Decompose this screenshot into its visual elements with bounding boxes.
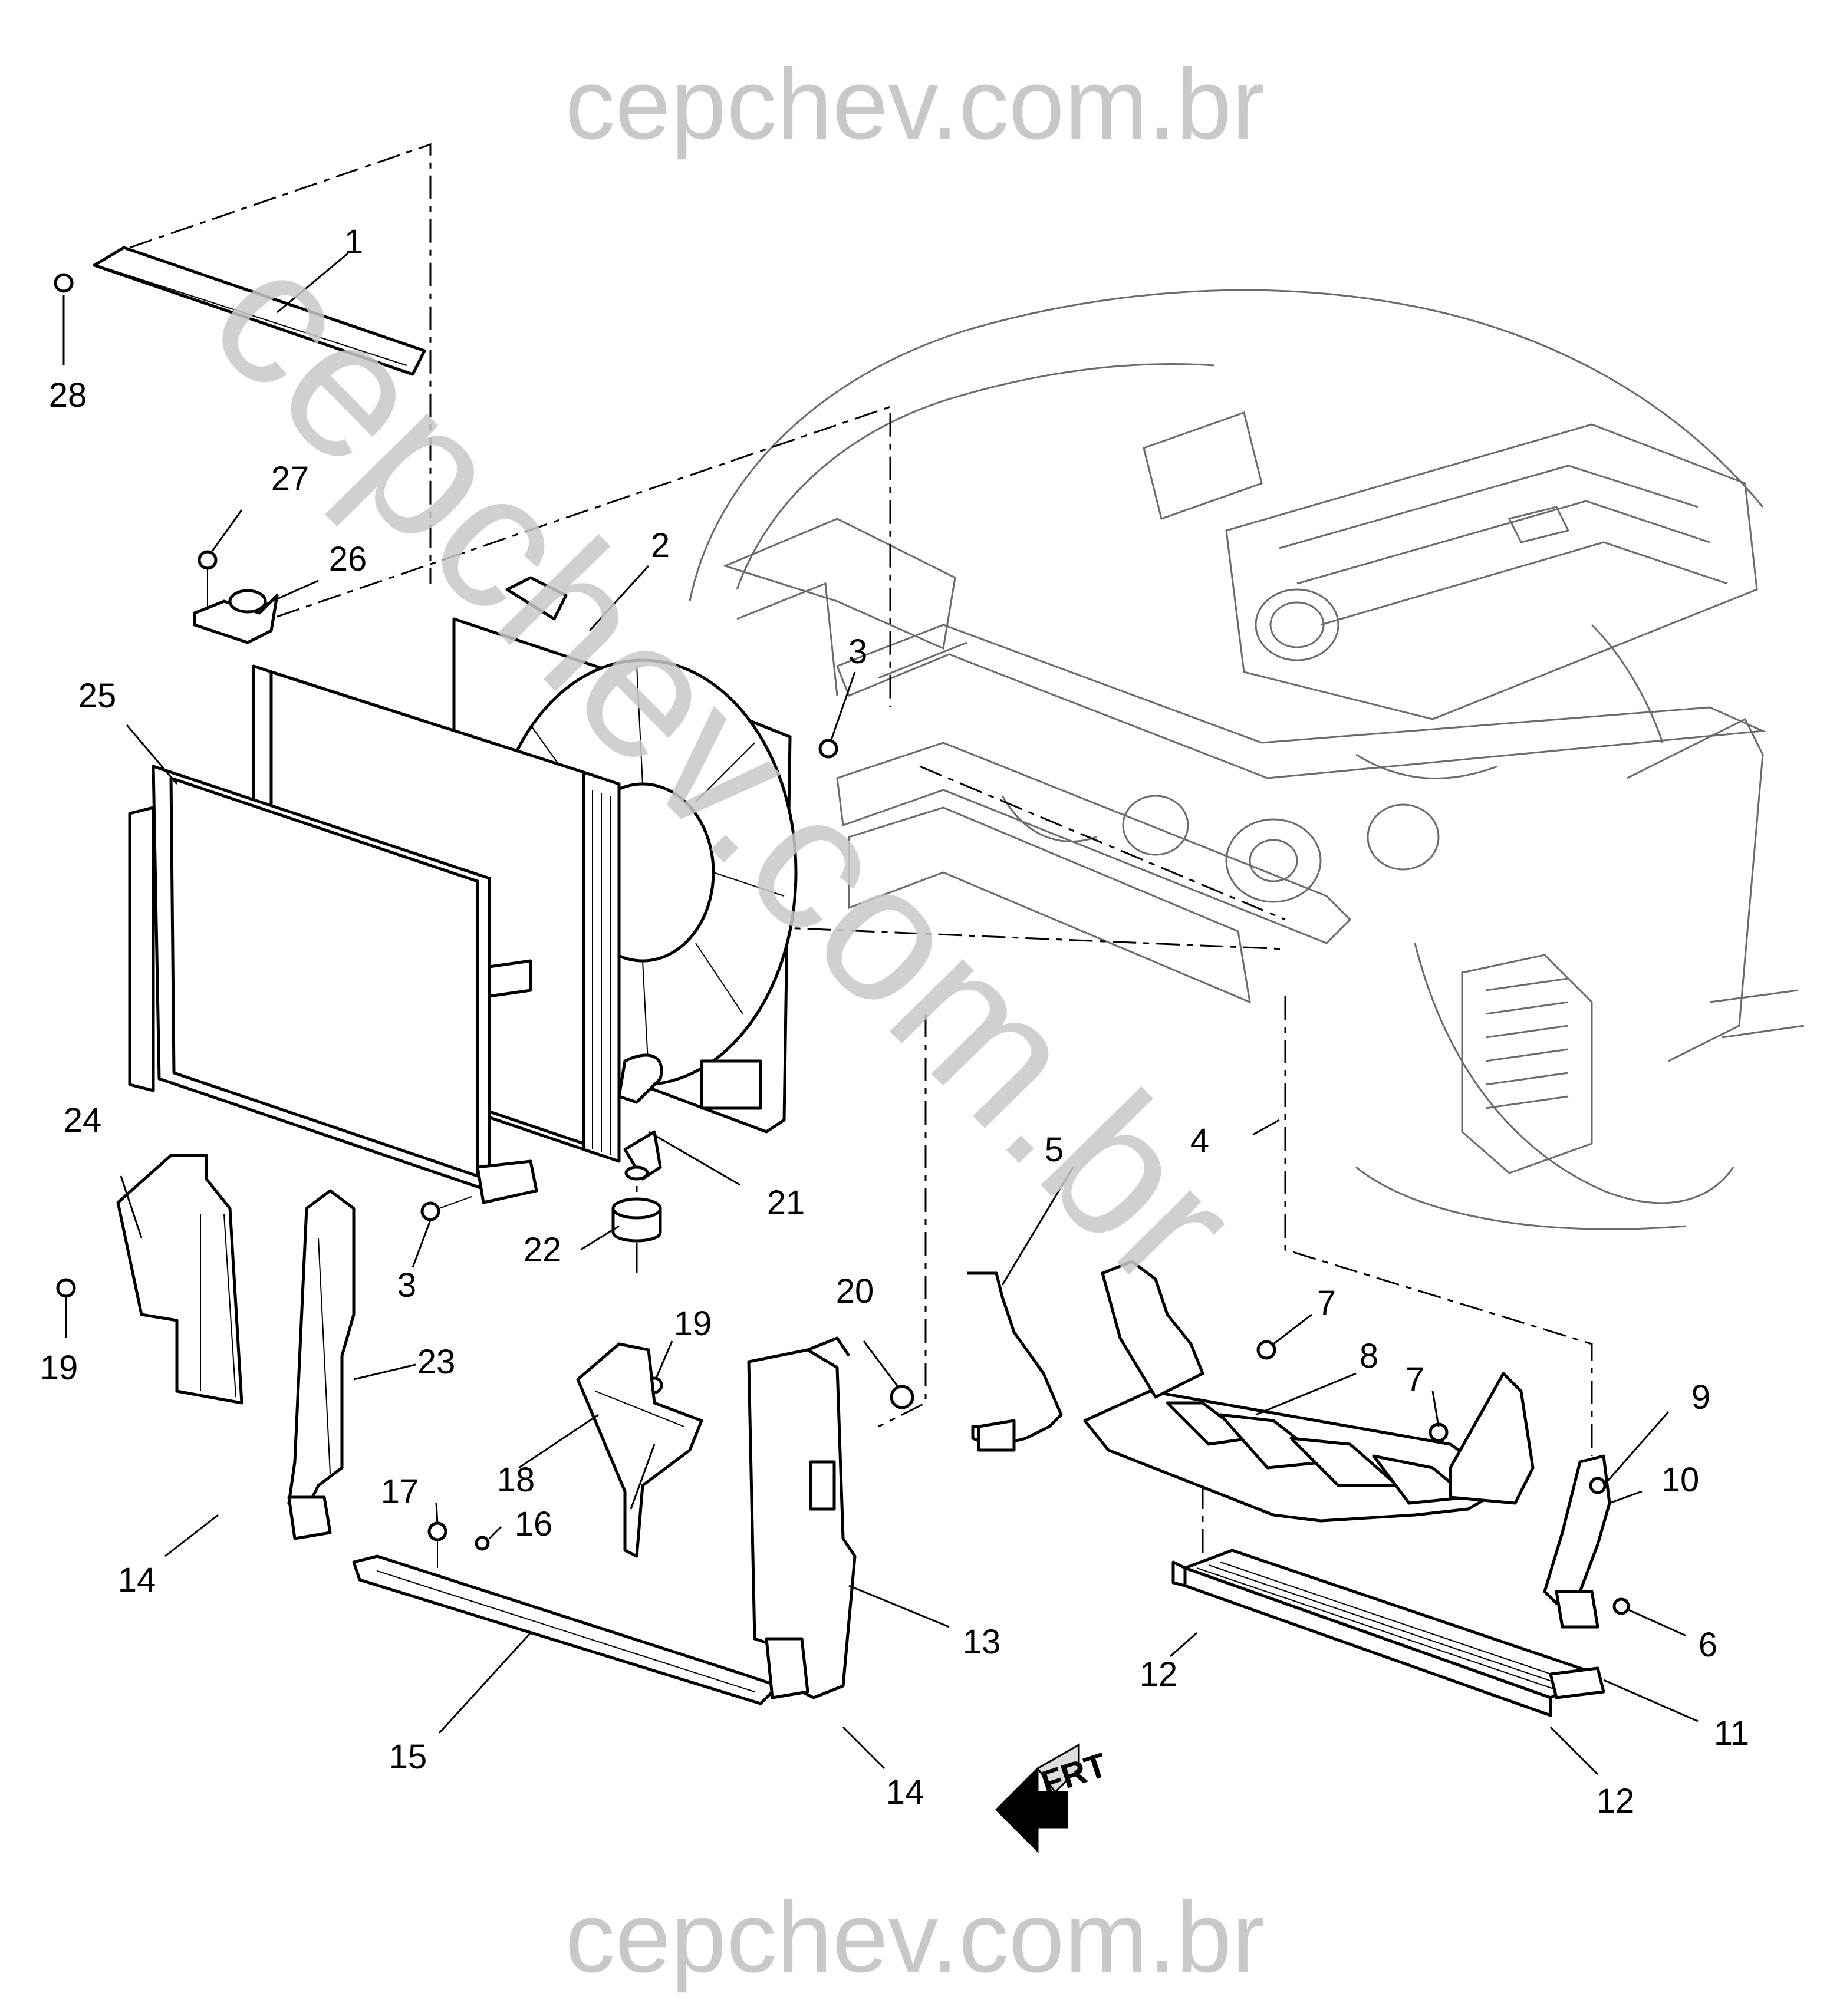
callout-7-upper: 7 — [1317, 1284, 1336, 1322]
frt-label: FRT — [1036, 1745, 1111, 1803]
callout-11: 11 — [1714, 1714, 1749, 1753]
callout-16: 16 — [515, 1505, 553, 1543]
callout-labels: 1 2 3 3 4 5 6 7 7 8 9 10 11 12 12 13 14 … — [40, 223, 1749, 1820]
part-side-baffle-right — [747, 1336, 857, 1699]
callout-19-center: 19 — [674, 1305, 712, 1343]
callout-14-left: 14 — [118, 1561, 156, 1599]
callout-14-right: 14 — [886, 1773, 924, 1811]
part-bracket-center — [967, 1271, 1063, 1452]
callout-20: 20 — [836, 1272, 874, 1310]
leader-lines — [62, 252, 1699, 1775]
callout-3-upper: 3 — [848, 633, 867, 671]
callout-10: 10 — [1661, 1461, 1700, 1499]
part-deflector-center — [576, 1342, 703, 1558]
callout-3-lower: 3 — [397, 1266, 416, 1305]
callout-27: 27 — [271, 460, 310, 498]
callout-23: 23 — [417, 1343, 456, 1381]
callout-5: 5 — [1045, 1131, 1064, 1169]
callout-22: 22 — [524, 1231, 562, 1269]
watermark-top: cepchev.com.br — [565, 48, 1265, 160]
callout-12-right: 12 — [1597, 1782, 1635, 1820]
frt-direction-indicator: FRT — [995, 1743, 1111, 1853]
callout-28: 28 — [49, 376, 87, 414]
part-deflector-left — [116, 1154, 243, 1405]
part-lower-baffle — [352, 1521, 780, 1705]
callout-9: 9 — [1691, 1378, 1710, 1417]
callout-1: 1 — [344, 223, 363, 261]
callout-15: 15 — [389, 1738, 427, 1776]
callout-13: 13 — [963, 1623, 1001, 1661]
callout-12-left: 12 — [1140, 1655, 1178, 1694]
engine-bay — [689, 289, 1805, 1230]
part-bracket-upper — [193, 550, 279, 644]
bolts — [56, 739, 1630, 1615]
callout-7-lower: 7 — [1406, 1361, 1424, 1399]
callout-4: 4 — [1190, 1122, 1209, 1160]
callout-21: 21 — [767, 1184, 805, 1222]
callout-19-left: 19 — [40, 1349, 78, 1387]
part-bracket-right — [1543, 1454, 1611, 1629]
part-upper-baffle — [54, 246, 426, 376]
part-cooler — [1171, 1549, 1605, 1717]
callout-8: 8 — [1360, 1337, 1378, 1375]
callout-18: 18 — [497, 1461, 535, 1499]
callout-2: 2 — [651, 526, 670, 565]
callout-17: 17 — [381, 1473, 419, 1511]
callout-25: 25 — [78, 677, 117, 715]
watermark-bottom: cepchev.com.br — [565, 1882, 1265, 1994]
part-radiator-mount — [611, 1165, 662, 1243]
callout-24: 24 — [64, 1101, 102, 1139]
callout-26: 26 — [329, 540, 367, 578]
part-side-baffle-left — [287, 1189, 356, 1540]
part-condenser — [128, 765, 538, 1204]
callout-6: 6 — [1699, 1626, 1717, 1664]
part-lower-tray — [1083, 1260, 1535, 1523]
